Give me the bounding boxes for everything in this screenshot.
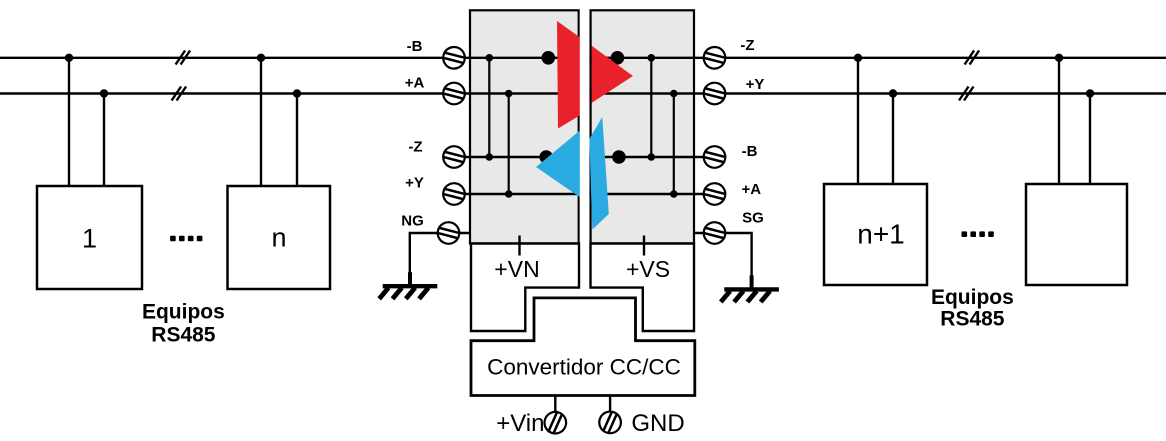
svg-text:+Y: +Y xyxy=(746,76,765,93)
svg-text:RS485: RS485 xyxy=(151,324,216,347)
svg-text:SG: SG xyxy=(742,210,764,227)
svg-text:+Y: +Y xyxy=(405,175,424,192)
svg-text:-Z: -Z xyxy=(740,37,754,54)
svg-text:RS485: RS485 xyxy=(940,307,1005,330)
svg-text:+A: +A xyxy=(405,75,425,92)
svg-text:+VN: +VN xyxy=(494,256,539,282)
svg-text:Convertidor CC/CC: Convertidor CC/CC xyxy=(487,355,681,380)
svg-text:-B: -B xyxy=(407,38,423,55)
svg-text:1: 1 xyxy=(82,223,97,253)
svg-text:Equipos: Equipos xyxy=(142,300,225,323)
svg-text:+A: +A xyxy=(742,181,762,198)
svg-text:GND: GND xyxy=(631,410,684,437)
svg-text:-Z: -Z xyxy=(408,139,422,156)
svg-text:NG: NG xyxy=(401,213,424,230)
svg-text:-B: -B xyxy=(742,143,758,160)
svg-text:n: n xyxy=(271,223,286,253)
svg-text:n+1: n+1 xyxy=(857,219,905,250)
svg-text:+Vin: +Vin xyxy=(496,410,544,437)
svg-text:+VS: +VS xyxy=(626,256,670,282)
svg-text:Equipos: Equipos xyxy=(931,286,1014,309)
